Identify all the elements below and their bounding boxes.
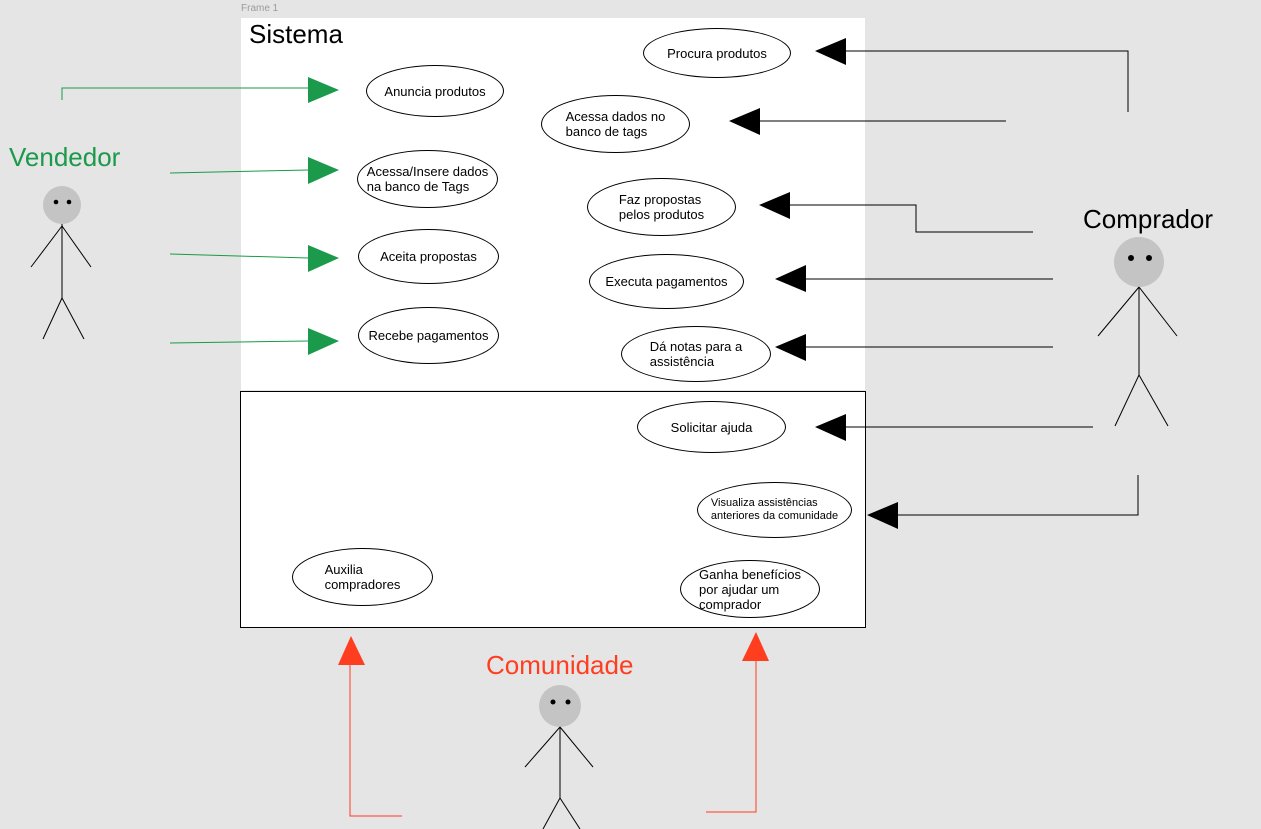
connector-comprador-visualiza: [898, 475, 1139, 516]
actor-eye: [53, 199, 59, 205]
usecase-ganha-beneficios[interactable]: Ganha benefícios por ajudar um comprador: [680, 560, 820, 618]
connector-vendedor-aceita: [169, 253, 309, 259]
comprador-arrowheads: [729, 38, 898, 529]
connector-comunidade-auxilia: [349, 665, 402, 817]
actor-eye: [1128, 255, 1134, 261]
arrowhead: [867, 502, 898, 529]
usecase-acessa-insere-tags[interactable]: Acessa/Insere dados na banco de Tags: [357, 150, 498, 208]
usecase-label: Dá notas para a assistência: [649, 339, 743, 369]
usecase-da-notas[interactable]: Dá notas para a assistência: [621, 326, 771, 382]
usecase-label: Acessa dados no banco de tags: [565, 109, 666, 139]
usecase-visualiza-assistencias[interactable]: Visualiza assistências anteriores da com…: [697, 482, 852, 538]
usecase-label: Auxilia compradores: [324, 562, 401, 592]
actor-comunidade-figure: [524, 685, 594, 829]
usecase-faz-propostas[interactable]: Faz propostas pelos produtos: [587, 178, 736, 236]
arrowhead: [775, 334, 806, 361]
arrowhead: [308, 77, 339, 103]
usecase-label: Faz propostas pelos produtos: [618, 192, 705, 222]
vendedor-arrowheads: [308, 77, 339, 355]
connector-vendedor-anuncia: [61, 87, 308, 100]
actor-comprador-figure: [1097, 237, 1178, 427]
usecase-label: Visualiza assistências anteriores da com…: [710, 497, 839, 522]
arrowhead: [742, 632, 769, 661]
usecase-label: Solicitar ajuda: [670, 419, 753, 435]
actor-label-comunidade: Comunidade: [486, 650, 634, 680]
actor-eye: [565, 699, 571, 705]
arrowhead: [308, 245, 339, 272]
usecase-procura-produtos[interactable]: Procura produtos: [643, 28, 791, 78]
usecase-auxilia-compradores[interactable]: Auxilia compradores: [292, 548, 433, 606]
connector-vendedor-recebe: [169, 340, 309, 344]
arrowhead: [308, 328, 339, 355]
usecase-label: Executa pagamentos: [605, 274, 728, 289]
usecase-label: Anuncia produtos: [384, 83, 486, 99]
usecase-aceita-propostas[interactable]: Aceita propostas: [358, 229, 499, 284]
connector-comprador-procura: [846, 50, 1129, 112]
usecase-solicitar-ajuda[interactable]: Solicitar ajuda: [637, 401, 786, 453]
arrowhead: [759, 192, 790, 219]
actor-head: [1114, 237, 1164, 287]
arrowhead: [729, 108, 760, 135]
connector-vendedor-acessa-insere: [169, 169, 309, 174]
connector-comunidade-ganha: [706, 660, 757, 813]
connector-comprador-faz-propostas: [790, 204, 1033, 233]
vendedor-connectors: [61, 87, 309, 344]
actor-eye: [550, 699, 556, 705]
system-boundary: [241, 18, 865, 390]
arrowhead: [815, 38, 846, 65]
arrowhead: [308, 157, 339, 184]
arrowhead: [815, 414, 846, 441]
actor-eye: [66, 199, 72, 205]
usecase-label: Ganha benefícios por ajudar um comprador: [699, 566, 801, 612]
actor-vendedor-figure: [30, 186, 92, 340]
usecase-executa-pagamentos[interactable]: Executa pagamentos: [589, 254, 744, 309]
usecase-label: Recebe pagamentos: [368, 328, 489, 343]
actor-label-vendedor: Vendedor: [9, 142, 121, 172]
frame-label: Frame 1: [241, 3, 279, 14]
actor-head: [43, 186, 81, 224]
usecase-label: Acessa/Insere dados na banco de Tags: [366, 164, 489, 194]
arrowhead: [338, 636, 365, 665]
usecase-recebe-pagamentos[interactable]: Recebe pagamentos: [358, 307, 499, 364]
actor-eye: [1146, 255, 1152, 261]
actor-head: [539, 685, 581, 727]
usecase-acessa-dados-tags[interactable]: Acessa dados no banco de tags: [541, 95, 690, 153]
system-title: Sistema: [249, 19, 343, 49]
comunidade-arrowheads: [338, 632, 769, 665]
usecase-label: Aceita propostas: [380, 249, 477, 264]
actor-label-comprador: Comprador: [1083, 204, 1214, 234]
usecase-label: Procura produtos: [667, 45, 767, 61]
comunidade-connectors: [349, 660, 757, 817]
comprador-connectors: [760, 50, 1139, 516]
usecase-anuncia-produtos[interactable]: Anuncia produtos: [366, 65, 504, 117]
arrowhead: [775, 265, 806, 292]
